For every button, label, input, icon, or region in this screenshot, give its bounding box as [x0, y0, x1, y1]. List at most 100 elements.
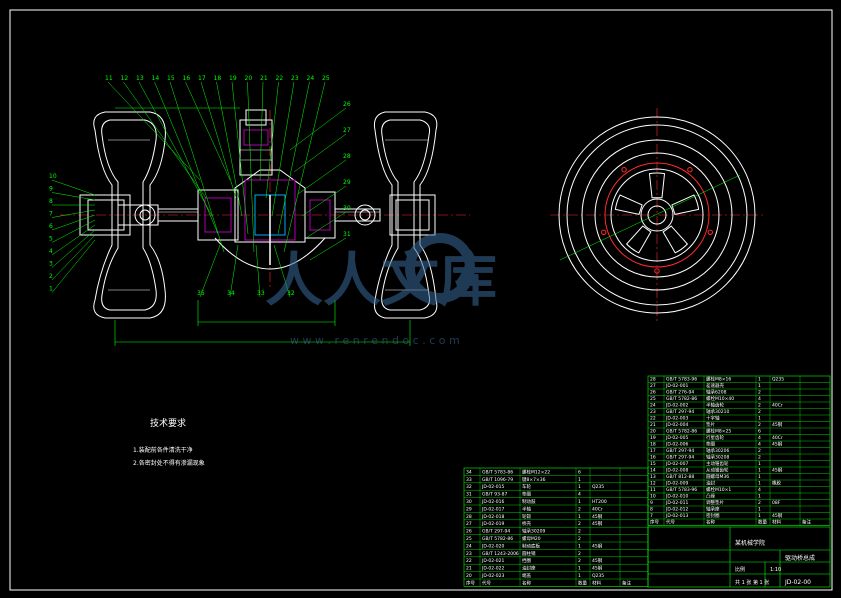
bom-cell: 圆螺母M36: [706, 473, 729, 480]
bom-cell: GB/T 297-94: [666, 455, 694, 461]
callout-left-5: 5: [49, 236, 53, 243]
bom-cell: 半轴: [522, 505, 531, 512]
wheel-spoke: [662, 225, 689, 254]
bom-cell: GB/T 812-88: [666, 474, 694, 480]
callout-top-11: 11: [105, 75, 113, 82]
bom-cell: 挡圈: [522, 557, 531, 564]
left-wheel-section: [79, 111, 166, 319]
bom-cell: 4: [758, 396, 761, 402]
bom-cell: JD-02-021: [481, 558, 504, 564]
bom-cell: JD-02-006: [665, 442, 688, 448]
bom-cell: 28: [466, 514, 472, 520]
callout-left-2: 2: [49, 273, 53, 280]
bom-cell: 21: [466, 566, 472, 572]
bom-cell: 调整垫片: [706, 499, 724, 506]
bom-cell: 22: [650, 416, 656, 422]
bom-cell: 行星齿轮: [706, 434, 724, 441]
bom-cell: JD-02-004: [665, 422, 688, 428]
callout-top-17: 17: [198, 75, 206, 82]
bom-cell: 1: [578, 477, 581, 483]
callout-right-28: 28: [343, 153, 351, 160]
bom-cell: Q235: [592, 573, 604, 579]
bom-cell: 40Cr: [772, 435, 783, 441]
bom-cell: GB/T 5783-86: [482, 469, 513, 475]
bom-cell: 螺栓M8×16: [706, 376, 731, 383]
bom-cell: 1: [758, 416, 761, 422]
bom-cell: 主动锥齿轮: [706, 460, 729, 467]
bom-cell: 20: [650, 429, 656, 435]
bom-cell: JD-02-023: [481, 573, 504, 579]
bom-cell: 螺母M20: [522, 535, 541, 542]
bom-cell: 23: [466, 551, 472, 557]
callout-left-6: 6: [49, 223, 53, 230]
bom-cell: GB/T 297-94: [666, 409, 694, 415]
bom-cell: 差速器壳: [706, 382, 724, 389]
title-sheet-label: 共 1 张 第 1 张: [735, 579, 769, 586]
callout-bottom-32: 32: [287, 290, 295, 297]
bom-cell: JD-02-008: [665, 468, 688, 474]
bom-cell: 2: [578, 536, 581, 542]
callout-top-16: 16: [183, 75, 191, 82]
callout-left-3: 3: [49, 261, 53, 268]
bom-cell: Q235: [772, 377, 784, 383]
title-block: 某机械学院 驱动桥总成 比例 1:10 共 1 张 第 1 张 JD-02-00: [647, 526, 831, 588]
bom-cell: 17: [650, 448, 656, 454]
title-ratio-label: 比例: [735, 566, 745, 573]
bolt-hole: [654, 268, 660, 274]
bom-cell: 22: [466, 558, 472, 564]
bom-cell: 45钢: [772, 421, 783, 428]
bom-cell: 桥壳: [522, 520, 531, 527]
bom-cell: JD-02-003: [665, 416, 688, 422]
bolt-hole: [687, 166, 693, 173]
bom-header-cell: 代号: [666, 519, 675, 526]
bom-cell: 2: [578, 551, 581, 557]
bom-cell: GB/T 297-94: [666, 448, 694, 454]
wheel-spoke: [625, 225, 652, 254]
title-school: 某机械学院: [735, 539, 765, 547]
bom-cell: GB/T 1096-79: [482, 477, 513, 483]
callout-top-20: 20: [245, 75, 253, 82]
bom-cell: 24: [466, 543, 472, 549]
bom-cell: 4: [758, 442, 761, 448]
callout-right-27: 27: [343, 127, 351, 134]
callout-top-13: 13: [136, 75, 144, 82]
bom-cell: JD-02-002: [665, 403, 688, 409]
bom-cell: 1: [578, 543, 581, 549]
bom-cell: 40Cr: [772, 403, 783, 409]
bom-cell: GB/T 93-87: [482, 492, 507, 498]
bom-cell: 33: [466, 477, 472, 483]
bom-cell: 轴承30206: [706, 447, 729, 454]
bom-cell: 键8×7×36: [522, 476, 546, 483]
bom-cell: 34: [466, 469, 472, 475]
bom-cell: 2: [758, 500, 761, 506]
axle-assembly-view: [60, 107, 470, 346]
bom-cell: 30: [466, 499, 472, 505]
bom-cell: 端盖: [522, 572, 531, 579]
bom-cell: 轴承座: [706, 506, 720, 513]
bom-cell: 45钢: [592, 520, 603, 527]
bom-cell: 45钢: [592, 565, 603, 572]
bom-cell: 2: [578, 521, 581, 527]
bom-cell: 19: [650, 435, 656, 441]
bom-cell: 垫片: [706, 421, 715, 428]
bom-cell: 1: [758, 474, 761, 480]
bom-cell: GB/T 5782-86: [482, 536, 513, 542]
wheel-spoke: [671, 194, 700, 215]
bom-header-cell: 序号: [466, 579, 475, 586]
bom-cell: 25: [650, 396, 656, 402]
wheel-spoke: [648, 172, 666, 199]
bom-cell: 27: [650, 383, 656, 389]
bom-cell: 16: [650, 455, 656, 461]
bom-cell: JD-02-009: [665, 481, 688, 487]
bom-cell: 24: [650, 403, 656, 409]
callout-right-26: 26: [343, 101, 351, 108]
bom-cell: 螺栓M10×40: [706, 395, 734, 402]
tech-req-item-1: 1.装配前各件清洗干净: [133, 446, 193, 454]
callout-left-8: 8: [49, 198, 53, 205]
callout-left-9: 9: [49, 186, 53, 193]
bom-cell: 45钢: [592, 513, 603, 520]
title-ratio-value: 1:10: [770, 567, 781, 573]
